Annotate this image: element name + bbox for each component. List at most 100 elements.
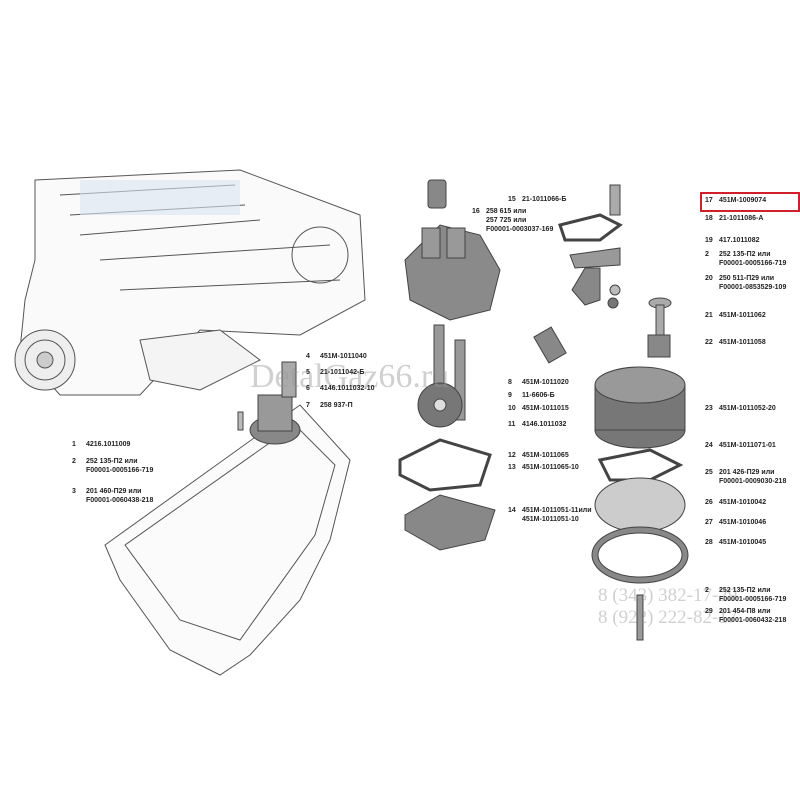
callout-9[interactable]: 9 11-6606-Б [508, 391, 555, 400]
callout-number: 19 [705, 237, 713, 244]
callout-number: 10 [508, 405, 516, 412]
callout-15[interactable]: 15 21-1011066-Б [508, 195, 566, 204]
part-number: F00001-0060438-218 [86, 497, 154, 504]
oil-pump-exploded-parts [398, 179, 689, 641]
part-number: 4216.1011009 [86, 441, 131, 448]
part-number: 258 615 или [486, 208, 527, 215]
part-number: 21-1011066-Б [522, 196, 567, 203]
part-number: 417.1011082 [719, 237, 760, 244]
callout-number: 14 [508, 507, 516, 514]
callout-number: 15 [508, 196, 516, 203]
part-number: 250 511-П29 или [719, 275, 775, 282]
callout-number: 17 [705, 197, 713, 204]
callout-number: 3 [72, 488, 76, 495]
callout-number: 26 [705, 499, 713, 506]
callout-8[interactable]: 8 451М-1011020 [508, 378, 569, 387]
watermark-phone-1: 8 (343) 382-17-29 [598, 585, 738, 606]
part-number: 201 460-П29 или [86, 488, 142, 495]
part-number: 451М-1011052-20 [719, 405, 776, 412]
part-number: 451М-1011015 [522, 405, 569, 412]
part-number: F00001-0005166-719 [86, 467, 154, 474]
callout-11[interactable]: 11 4146.1011032 [508, 420, 566, 429]
callout-number: 22 [705, 339, 713, 346]
highlighted-part-box [700, 192, 800, 212]
callout-number: 13 [508, 464, 516, 471]
callout-26[interactable]: 26 451М-1010042 [705, 498, 766, 507]
part-number: 451М-1011058 [719, 339, 766, 346]
callout-7[interactable]: 7 258 937-П [306, 401, 353, 410]
callout-number: 21 [705, 312, 713, 319]
part-number: 4146.1011032-10 [320, 385, 375, 392]
callout-number: 23 [705, 405, 713, 412]
part-number: F00001-0060432-218 [719, 617, 787, 624]
part-number: 257 725 или [486, 217, 527, 224]
callout-number: 7 [306, 402, 310, 409]
callout-22[interactable]: 22 451М-1011058 [705, 338, 766, 347]
callout-24[interactable]: 24 451М-1011071-01 [705, 441, 776, 450]
part-number: 451М-1011062 [719, 312, 766, 319]
oil-pan-drawing [104, 404, 351, 676]
part-number: F00001-0003037-169 [486, 226, 554, 233]
callout-number: 8 [508, 379, 512, 386]
callout-28[interactable]: 28 451М-1010045 [705, 538, 766, 547]
part-number: 252 135-П2 или [86, 458, 138, 465]
callout-17[interactable]: 17 451М-1009074 [705, 196, 766, 205]
callout-number: 2 [705, 587, 709, 594]
part-number: 451М-1011040 [320, 353, 367, 360]
callout-18[interactable]: 18 21-1011086-А [705, 214, 763, 223]
callout-number: 24 [705, 442, 713, 449]
part-number: 11-6606-Б [522, 392, 555, 399]
callout-number: 29 [705, 608, 713, 615]
watermark-site: DetalGaz66.ru [250, 358, 450, 395]
callout-23[interactable]: 23 451М-1011052-20 [705, 404, 776, 413]
part-number: 451М-1010042 [719, 499, 767, 506]
callout-number: 25 [705, 469, 713, 476]
part-number: 451М-1009074 [719, 197, 767, 204]
part-number: 4146.1011032 [522, 421, 567, 428]
callout-number: 28 [705, 539, 713, 546]
part-number: 451М-1011051-10 [522, 516, 579, 523]
callout-number: 16 [472, 208, 480, 215]
part-number: 451М-1011065 [522, 452, 569, 459]
part-number: 451М-1010046 [719, 519, 767, 526]
callout-number: 18 [705, 215, 713, 222]
callout-number: 5 [306, 369, 310, 376]
part-number: F00001-0005166-719 [719, 260, 787, 267]
callout-4[interactable]: 4 451М-1011040 [306, 352, 367, 361]
callout-21[interactable]: 21 451М-1011062 [705, 311, 766, 320]
part-number: 451М-1011071-01 [719, 442, 776, 449]
part-number: 258 937-П [320, 402, 353, 409]
callout-19[interactable]: 19 417.1011082 [705, 236, 760, 245]
callout-number: 11 [508, 421, 516, 428]
watermark-phone-2: 8 (922) 222-82-17 [598, 607, 738, 628]
callout-number: 4 [306, 353, 310, 360]
callout-number: 20 [705, 275, 713, 282]
part-number: 21-1011086-А [719, 215, 764, 222]
part-number: F00001-0005166-719 [719, 596, 787, 603]
part-number: 451М-1010045 [719, 539, 767, 546]
oil-pump-assembly-left [237, 361, 301, 445]
callout-10[interactable]: 10 451М-1011015 [508, 404, 569, 413]
callout-number: 6 [306, 385, 310, 392]
part-number: 201 454-П8 или [719, 608, 771, 615]
callout-number: 9 [508, 392, 512, 399]
callout-12[interactable]: 12 451М-1011065 [508, 451, 569, 460]
callout-number: 2 [72, 458, 76, 465]
part-number: 451М-1011020 [522, 379, 569, 386]
callout-number: 12 [508, 452, 516, 459]
callout-6[interactable]: 6 4146.1011032-10 [306, 384, 375, 393]
